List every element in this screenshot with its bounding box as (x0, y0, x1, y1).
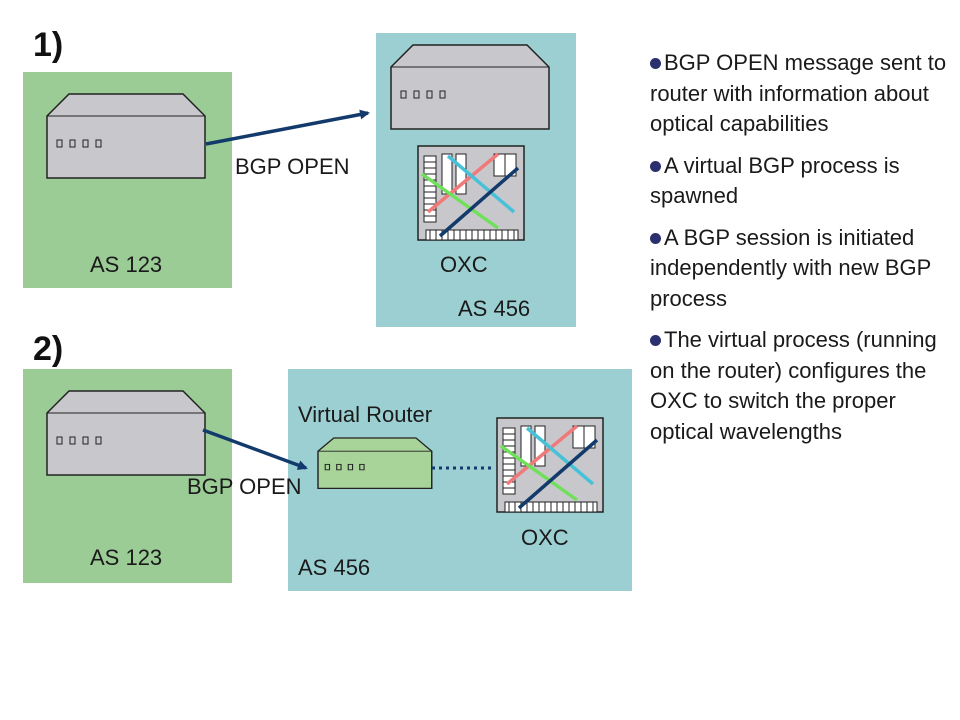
bullet-text: A virtual BGP process is spawned (650, 152, 900, 209)
oxc-icon-step2 (495, 416, 605, 514)
bullet-icon (650, 58, 661, 69)
router-icon-as456-step1 (390, 44, 550, 130)
bullet-icon (650, 232, 661, 244)
bullet-item: The virtual process (running on the rout… (650, 325, 955, 447)
bullet-item: BGP OPEN message sent to router with inf… (650, 48, 955, 140)
bullet-text: A BGP session is initiated independently… (650, 224, 931, 311)
bgp-open-label-step2: BGP OPEN (187, 474, 302, 499)
bullet-text: The virtual process (running on the rout… (650, 327, 937, 444)
as123-label-step1: AS 123 (90, 252, 163, 277)
virtual-router-icon (317, 437, 433, 490)
bullet-text: BGP OPEN message sent to router with inf… (650, 50, 947, 136)
bullet-item: A virtual BGP process is spawned (650, 151, 955, 212)
as456-label-step2: AS 456 (298, 555, 371, 580)
bgp-open-label-step1: BGP OPEN (235, 154, 350, 179)
oxc-label-step1: OXC (440, 252, 488, 277)
router-icon-as123-step2 (46, 390, 206, 476)
bgp-open-arrow-step1 (205, 109, 370, 146)
step-1-label: 1) (33, 26, 64, 64)
router-icon-as123-step1 (46, 93, 206, 179)
oxc-icon-step1 (416, 144, 526, 242)
virtual-router-label: Virtual Router (298, 402, 433, 427)
bullet-icon (650, 335, 661, 346)
as123-label-step2: AS 123 (90, 545, 163, 570)
bullet-list: BGP OPEN message sent to router with inf… (650, 48, 955, 458)
bullet-item: A BGP session is initiated independently… (650, 223, 955, 315)
as456-label-step1: AS 456 (458, 296, 531, 321)
bgp-open-arrow-step2 (202, 428, 308, 470)
oxc-label-step2: OXC (521, 525, 569, 550)
bullet-icon (650, 160, 661, 172)
step-2-label: 2) (33, 330, 64, 368)
